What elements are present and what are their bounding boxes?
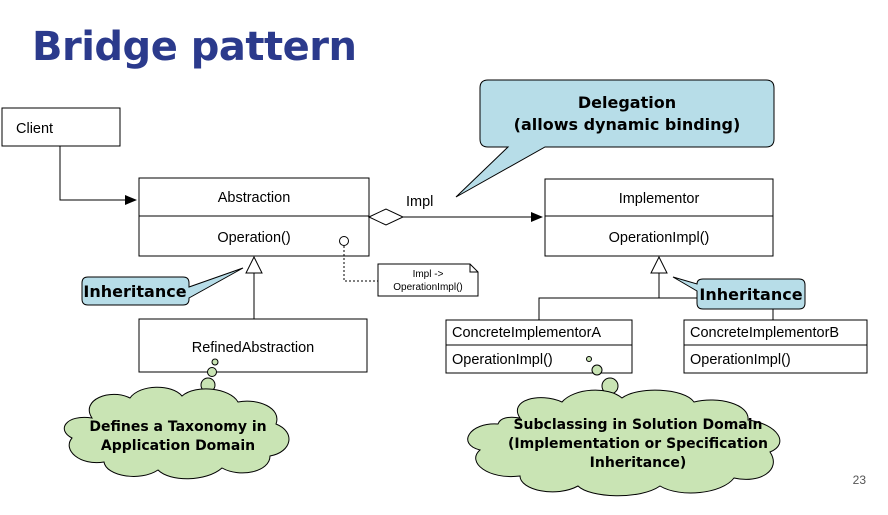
implementor-inheritance-triangle — [650, 255, 668, 274]
concrete-b-name: ConcreteImplementorB — [690, 325, 839, 341]
aggregation-diamond — [367, 208, 405, 226]
client-class: Client — [1, 107, 121, 147]
taxonomy-line-1: Defines a Taxonomy in — [89, 419, 266, 435]
inheritance-callout-left: Inheritance — [81, 267, 244, 306]
concrete-a-name: ConcreteImplementorA — [452, 325, 601, 341]
refined-inheritance-triangle — [245, 255, 263, 274]
implementation-note: Impl -> OperationImpl() — [377, 263, 479, 297]
concrete-implementor-b-class: ConcreteImplementorB OperationImpl() — [683, 319, 868, 374]
inheritance-left-label: Inheritance — [83, 282, 186, 301]
refined-abstraction-class: RefinedAbstraction — [138, 318, 368, 373]
abstraction-class: Abstraction Operation() — [138, 177, 370, 257]
note-connector — [343, 246, 378, 282]
implementor-name: Implementor — [619, 191, 700, 207]
refined-abstraction-name: RefinedAbstraction — [192, 340, 315, 356]
delegation-title: Delegation — [578, 93, 676, 112]
note-line-1: Impl -> — [413, 269, 444, 280]
inheritance-callout-right: Inheritance — [672, 276, 806, 310]
taxonomy-cloud: Defines a Taxonomy in Application Domain — [63, 358, 290, 480]
implementor-operation: OperationImpl() — [609, 230, 710, 246]
solution-line-2: (Implementation or Specification — [508, 436, 768, 452]
client-to-abstraction-line — [59, 146, 137, 205]
note-line-2: OperationImpl() — [393, 282, 462, 293]
implementor-class: Implementor OperationImpl() — [544, 178, 774, 257]
abstraction-operation: Operation() — [217, 230, 290, 246]
solution-line-3: Inheritance) — [590, 455, 687, 471]
concrete-implementor-a-class: ConcreteImplementorA OperationImpl() — [445, 319, 633, 374]
note-anchor — [339, 236, 349, 246]
solution-domain-cloud: Subclassing in Solution Domain (Implemen… — [467, 356, 781, 497]
inheritance-right-label: Inheritance — [699, 285, 802, 304]
slide-title: Bridge pattern — [32, 24, 357, 70]
taxonomy-line-2: Application Domain — [101, 438, 255, 454]
impl-association-label: Impl — [406, 194, 433, 210]
concrete-a-operation: OperationImpl() — [452, 352, 553, 368]
page-number: 23 — [852, 473, 866, 487]
abstraction-name: Abstraction — [218, 190, 291, 206]
delegation-subtitle: (allows dynamic binding) — [514, 115, 741, 134]
delegation-callout: Delegation (allows dynamic binding) — [455, 79, 775, 198]
client-label: Client — [16, 121, 53, 137]
solution-line-1: Subclassing in Solution Domain — [513, 417, 762, 433]
concrete-b-operation: OperationImpl() — [690, 352, 791, 368]
